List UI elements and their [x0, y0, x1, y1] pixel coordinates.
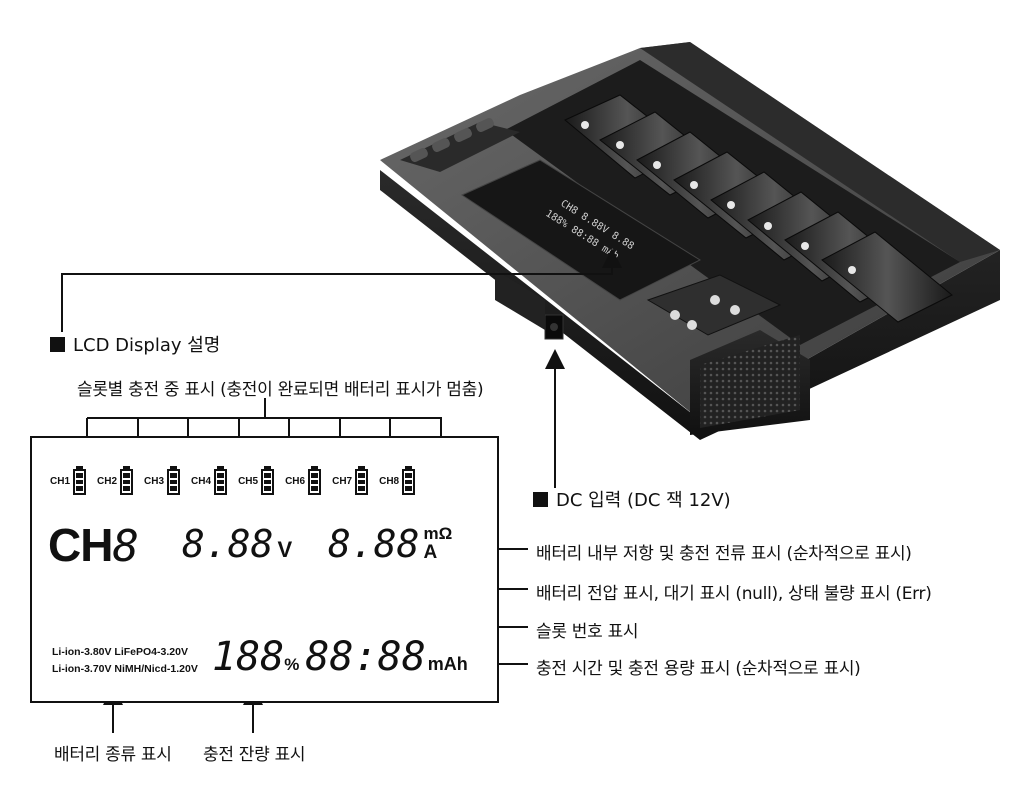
ch-digit: 8 — [112, 521, 139, 572]
unit-amp: A — [423, 542, 438, 563]
resistance-current-label: 배터리 내부 저항 및 충전 전류 표시 (순차적으로 표시) — [536, 544, 912, 564]
battery-icon — [261, 466, 275, 496]
channel-ch8: CH8 — [379, 466, 416, 496]
square-bullet-icon — [50, 336, 65, 352]
battery-type-label: 배터리 종류 표시 — [54, 745, 172, 765]
lcd-display-heading: LCD Display 설명 — [50, 331, 220, 357]
channel-row: CH1 CH2 CH3 CH4 CH5 CH6 CH7 CH8 — [50, 466, 416, 496]
battery-icon — [402, 466, 416, 496]
battery-type-line: Li-ion-3.80V LiFePO4-3.20V — [52, 646, 188, 658]
battery-icon — [308, 466, 322, 496]
channel-number-display: CH 8 — [48, 518, 139, 572]
battery-icon — [73, 466, 87, 496]
lcd-callout-line — [61, 248, 622, 332]
voltage-unit: V — [277, 537, 293, 562]
battery-icon — [355, 466, 369, 496]
channel-label: CH2 — [97, 475, 118, 487]
channel-ch2: CH2 — [97, 466, 134, 496]
resistance-display: 8.88 mΩ A — [328, 522, 452, 566]
time-capacity-label: 충전 시간 및 충전 용량 표시 (순차적으로 표시) — [536, 659, 861, 679]
battery-type-line: Li-ion-3.70V NiMH/Nicd-1.20V — [52, 663, 198, 675]
charge-display: 188 % 88:88 mAh — [212, 634, 468, 680]
battery-icon — [214, 466, 228, 496]
channel-label: CH7 — [332, 475, 353, 487]
time-value: 88:88 — [305, 634, 426, 680]
dc-input-heading: DC 입력 (DC 잭 12V) — [533, 486, 731, 512]
unit-mohm: mΩ — [423, 524, 453, 543]
remaining-label: 충전 잔량 표시 — [203, 745, 306, 765]
percent-unit: % — [284, 655, 300, 674]
slot-charging-label: 슬롯별 충전 중 표시 (충전이 완료되면 배터리 표시가 멈춤) — [77, 380, 484, 400]
percent-value: 188 — [212, 634, 285, 680]
channel-ch7: CH7 — [332, 466, 369, 496]
battery-icon — [167, 466, 181, 496]
channel-label: CH1 — [50, 475, 71, 487]
battery-type-list: Li-ion-3.80V LiFePO4-3.20V Li-ion-3.70V … — [52, 644, 198, 678]
resistance-units: mΩ A — [424, 524, 453, 562]
lcd-diagram: CH1 CH2 CH3 CH4 CH5 CH6 CH7 CH8 — [30, 436, 499, 703]
voltage-display: 8.88 V — [182, 522, 292, 566]
voltage-status-label: 배터리 전압 표시, 대기 표시 (null), 상태 불량 표시 (Err) — [536, 584, 932, 604]
channel-ch5: CH5 — [238, 466, 275, 496]
capacity-unit: mAh — [427, 654, 468, 674]
channel-label: CH4 — [191, 475, 212, 487]
battery-icon — [120, 466, 134, 496]
channel-label: CH6 — [285, 475, 306, 487]
resistance-value: 8.88 — [328, 522, 420, 566]
slot-number-label: 슬롯 번호 표시 — [536, 622, 639, 642]
ch-prefix: CH — [48, 519, 113, 571]
channel-ch6: CH6 — [285, 466, 322, 496]
channel-label: CH3 — [144, 475, 165, 487]
voltage-value: 8.88 — [182, 522, 274, 566]
square-bullet-icon — [533, 491, 548, 507]
channel-ch3: CH3 — [144, 466, 181, 496]
channel-ch1: CH1 — [50, 466, 87, 496]
lcd-display-heading-text: LCD Display 설명 — [73, 335, 221, 356]
channel-label: CH8 — [379, 475, 400, 487]
channel-label: CH5 — [238, 475, 259, 487]
channel-ch4: CH4 — [191, 466, 228, 496]
dc-input-heading-text: DC 입력 (DC 잭 12V) — [556, 490, 731, 511]
